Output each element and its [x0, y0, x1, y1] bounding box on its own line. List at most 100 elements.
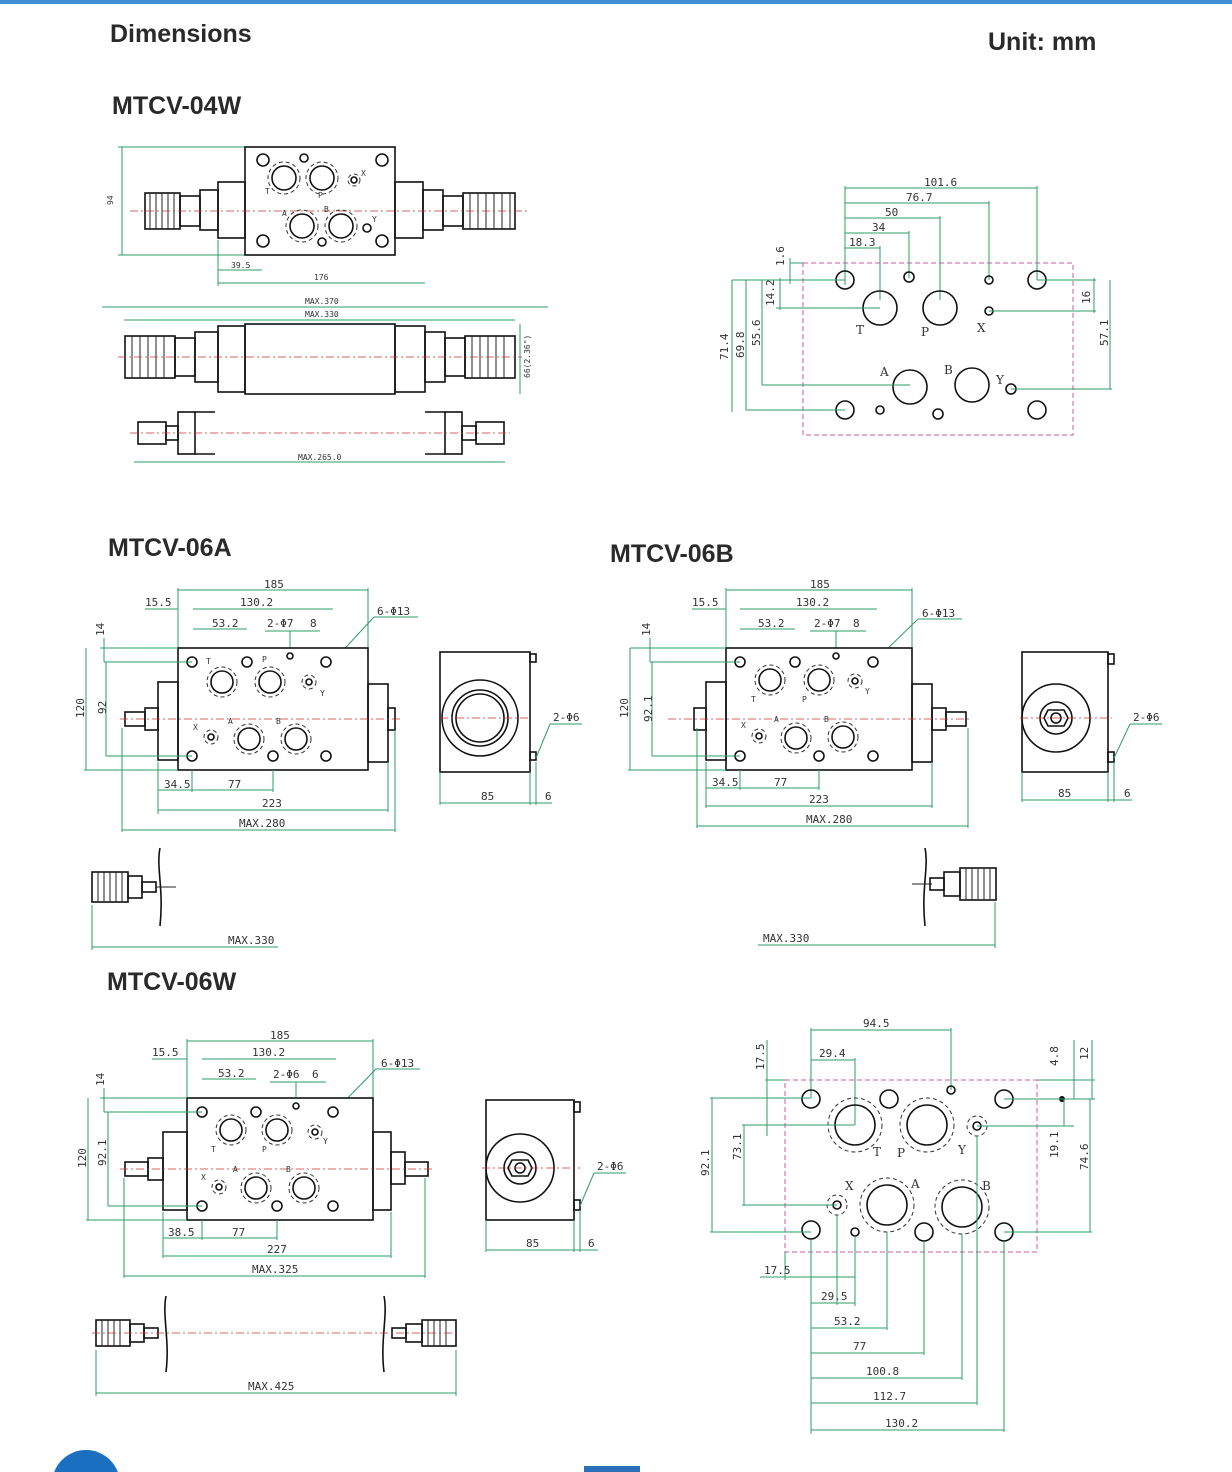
dim-2-phi7: 2-Φ7 [267, 617, 294, 630]
port-y-label: Y [865, 687, 870, 696]
dim-6-phi13: 6-Φ13 [381, 1057, 414, 1070]
mtcv-06b-adjust-view: MAX.330 [758, 847, 997, 948]
dim-39-5: 39.5 [231, 261, 250, 270]
dim-14: 14 [94, 622, 107, 636]
dim-85: 85 [481, 790, 494, 803]
dim-4-8: 4.8 [1048, 1046, 1061, 1066]
port-a-label: A [282, 209, 287, 218]
dim-max-330: MAX.330 [305, 310, 339, 319]
dim-85: 85 [526, 1237, 539, 1250]
port-x-label: X [193, 723, 198, 732]
dim-17-5: 17.5 [754, 1044, 767, 1071]
section-title-mtcv-04w: MTCV-04W [112, 92, 242, 120]
port-y-label: Y [995, 373, 1005, 387]
port-b-label: B [982, 1179, 991, 1193]
dim-6: 6 [312, 1068, 319, 1081]
dim-92-1: 92.1 [96, 1140, 109, 1167]
mtcv-06a-top-view: 185 15.5 130.2 53.2 2-Φ7 8 6-Φ13 [74, 578, 418, 832]
port-t-label: T [856, 323, 864, 337]
dim-85: 85 [1058, 787, 1071, 800]
dim-34-5: 34.5 [164, 778, 191, 791]
mtcv-06b-end-view: 2-Φ6 85 6 [1020, 651, 1162, 802]
dim-34: 34 [872, 221, 886, 234]
dim-92: 92 [96, 701, 109, 714]
port-x-label: X [361, 169, 366, 178]
port-a-label: A [233, 1165, 238, 1174]
mtcv-06w-end-view: 2-Φ6 85 6 [482, 1099, 626, 1252]
port-a-label: A [774, 715, 779, 724]
dim-1-6: 1.6 [774, 246, 787, 266]
dim-53-2: 53.2 [834, 1315, 861, 1328]
dim-17-5-bottom: 17.5 [764, 1264, 791, 1277]
dim-19-1: 19.1 [1048, 1132, 1061, 1159]
dim-max-280: MAX.280 [806, 813, 852, 826]
dim-57-1: 57.1 [1098, 320, 1111, 347]
dim-50: 50 [885, 206, 898, 219]
port-p-label: P [318, 191, 323, 200]
dim-29-4: 29.4 [819, 1047, 846, 1060]
port-b-label: B [824, 715, 829, 724]
dim-120: 120 [74, 698, 87, 718]
port-a-label: A [910, 1177, 920, 1191]
dim-29-5: 29.5 [821, 1290, 848, 1303]
mtcv-04w-port-layout: 101.6 76.7 50 34 18.3 T P X A B Y 1. [718, 176, 1112, 436]
dim-2-phi6: 2-Φ6 [273, 1068, 300, 1081]
mtcv-06w-port-layout: 94.5 29.4 T P Y X A B 17.5 73.1 [699, 1017, 1095, 1434]
port-t-label: T [265, 187, 270, 196]
page-title: Dimensions [110, 20, 252, 48]
dim-8: 8 [310, 617, 317, 630]
port-b-label: B [324, 205, 329, 214]
dim-max-425: MAX.425 [248, 1380, 294, 1393]
dim-185: 185 [264, 578, 284, 591]
dim-120: 120 [618, 698, 631, 718]
dim-2-phi6: 2-Φ6 [1133, 711, 1160, 724]
port-p-label: P [262, 655, 267, 664]
dim-94: 94 [106, 195, 115, 205]
port-p-label: P [262, 1145, 267, 1154]
dim-6: 6 [1124, 787, 1131, 800]
mtcv-06b-top-view: 185 15.5 130.2 53.2 2-Φ7 8 6-Φ13 [618, 578, 970, 828]
dim-53-2: 53.2 [218, 1067, 245, 1080]
section-title-mtcv-06a: MTCV-06A [108, 534, 232, 562]
dim-max-330: MAX.330 [763, 932, 809, 945]
dim-14-2: 14.2 [764, 280, 777, 307]
port-b-label: B [944, 363, 953, 377]
port-x-label: X [977, 321, 986, 335]
dim-14: 14 [94, 1072, 107, 1086]
dim-92-1: 92.1 [642, 696, 655, 723]
dim-77: 77 [853, 1340, 866, 1353]
dim-6-phi13: 6-Φ13 [377, 605, 410, 618]
dim-120: 120 [76, 1148, 89, 1168]
section-title-mtcv-06w: MTCV-06W [107, 968, 237, 996]
mtcv-04w-top-view: 94 T P X A B Y 39.5 176 [106, 146, 528, 286]
port-p-label: P [897, 1146, 905, 1160]
dim-77: 77 [228, 778, 241, 791]
dim-76-7: 76.7 [906, 191, 933, 204]
dim-max-265: MAX.265.0 [298, 453, 342, 462]
dim-15-5: 15.5 [152, 1046, 179, 1059]
dim-185: 185 [270, 1029, 290, 1042]
port-y-label: Y [372, 215, 377, 224]
mtcv-06w-top-view: 185 15.5 130.2 53.2 2-Φ6 6 6-Φ13 [76, 1029, 432, 1278]
dim-53-2: 53.2 [758, 617, 785, 630]
unit-label: Unit: mm [988, 28, 1097, 56]
port-x-label: X [741, 721, 746, 730]
dim-130-2: 130.2 [240, 596, 273, 609]
dim-15-5: 15.5 [145, 596, 172, 609]
dim-8: 8 [853, 617, 860, 630]
dim-74-6: 74.6 [1078, 1144, 1091, 1171]
top-accent-bar [0, 0, 1232, 4]
dim-92-1: 92.1 [699, 1150, 712, 1177]
dim-73-1: 73.1 [731, 1134, 744, 1161]
mtcv-04w-side-view: MAX.370 MAX.330 66(2.36") [102, 297, 548, 395]
dim-227: 227 [267, 1243, 287, 1256]
mtcv-06a-end-view: 2-Φ6 85 6 [439, 651, 582, 805]
dim-53-2: 53.2 [212, 617, 239, 630]
dim-38-5: 38.5 [168, 1226, 195, 1239]
port-b-label: B [286, 1165, 291, 1174]
dim-6-phi13: 6-Φ13 [922, 607, 955, 620]
dim-16: 16 [1080, 291, 1093, 304]
dim-66: 66(2.36") [523, 335, 532, 378]
dim-max-370: MAX.370 [305, 297, 339, 306]
dim-34-5: 34.5 [712, 776, 739, 789]
